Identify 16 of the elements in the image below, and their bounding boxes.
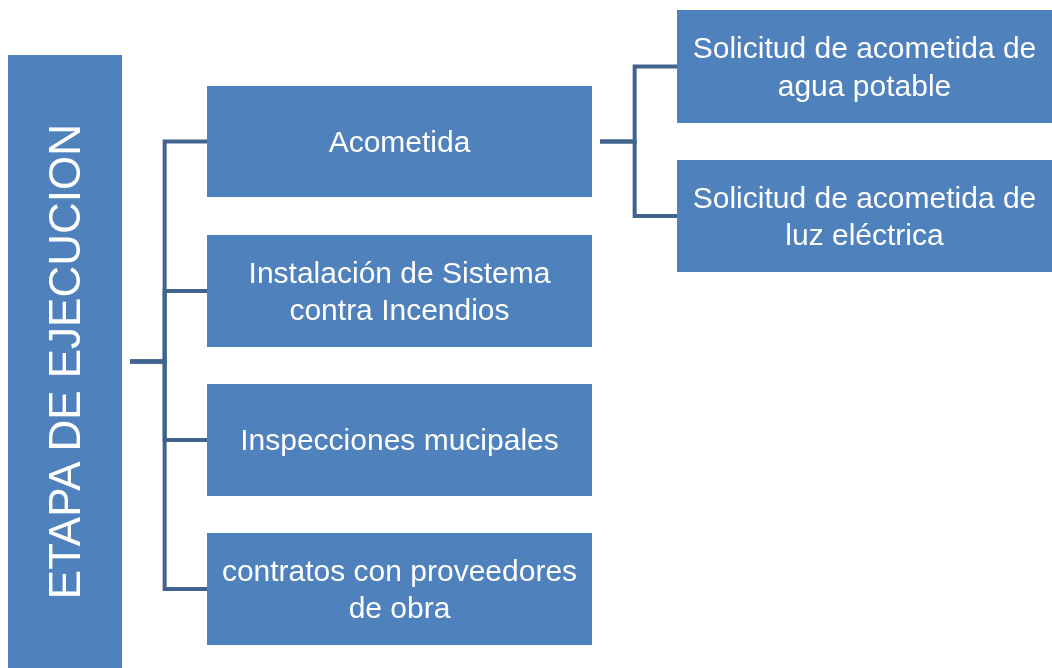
- box-label: Solicitud de acometida de agua potable: [691, 30, 1038, 104]
- stage-bar: [8, 55, 122, 668]
- process-box: [207, 384, 592, 496]
- process-box: [207, 235, 592, 347]
- connector-line: [600, 139, 677, 218]
- box-label: Inspecciones mucipales: [239, 422, 560, 459]
- process-box: [677, 10, 1052, 123]
- process-box: [207, 86, 592, 197]
- box-label: Solicitud de acometida de luz eléctrica: [691, 179, 1038, 253]
- box-label: contratos con proveedores de obra: [220, 552, 579, 626]
- process-box: [677, 160, 1052, 272]
- box-label: Acometida: [327, 123, 472, 160]
- process-box: [207, 533, 592, 645]
- stage-title: ETAPA DE EJECUCION: [43, 123, 87, 600]
- connector-line: [130, 359, 207, 591]
- box-label: Instalación de Sistema contra Incendios: [247, 254, 552, 328]
